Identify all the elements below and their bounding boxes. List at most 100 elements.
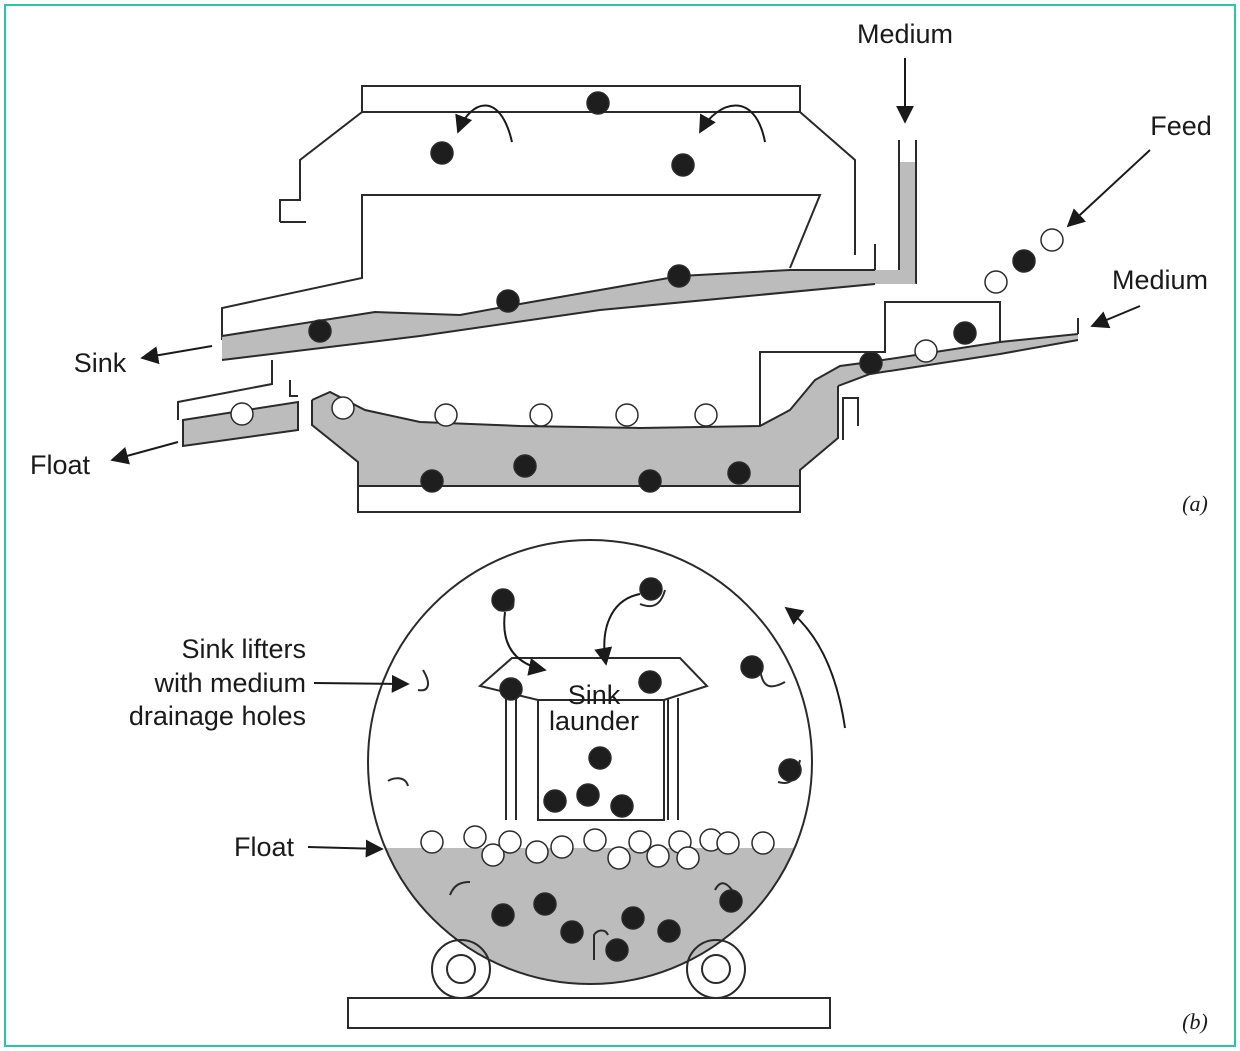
label-sink-lifters-2: with medium [153,668,306,698]
float-arrow [110,441,179,465]
drop-arrow-left [503,611,547,676]
particles-b [420,577,802,962]
sink-particle [308,319,332,343]
float-particle [914,339,938,363]
label-sink-launder-2: launder [549,706,639,736]
label-feed: Feed [1150,111,1212,141]
float-particle [230,402,254,426]
float-trough-outline [182,400,299,448]
caption-a: (a) [1182,491,1208,516]
sink-particle [859,351,883,375]
sink-particle [671,153,695,177]
sink-particle [657,919,681,943]
float-particle [615,403,639,427]
label-float-b: Float [234,832,295,862]
float-particle [694,403,718,427]
sink-particle [638,670,662,694]
sink-launder-legs [505,698,679,820]
float-particle [628,830,652,854]
sink-particle [491,903,515,927]
float-particle [751,831,775,855]
label-sink-launder-1: Sink [568,680,621,710]
bath-base [357,486,801,513]
bath-right-wall [759,301,1079,440]
float-particle [463,825,487,849]
lifter [417,669,430,692]
lifter [714,882,733,891]
float-particle [984,270,1008,294]
sink-particle [496,289,520,313]
sink-particle [638,469,662,493]
rotation-arrow-b [784,606,846,729]
float-particle [434,403,458,427]
roller-left-hub [446,954,476,984]
sink-particle [430,141,454,165]
roller-right [686,939,746,999]
lifter-leader [313,674,410,693]
sink-particle [605,938,629,962]
sink-particle [610,794,634,818]
label-medium-right: Medium [1112,265,1208,295]
drop-arrow-right [594,593,641,666]
inner-hood [221,194,822,340]
sink-particle [778,758,802,782]
sink-particle [667,264,691,288]
float-particle [481,843,505,867]
float-particle [420,830,444,854]
label-float-a: Float [30,450,91,480]
medium-pipe [898,140,917,165]
sink-particle [560,920,584,944]
caption-b: (b) [1182,1009,1208,1034]
float-particle [331,396,355,420]
sink-channel-outline [221,269,876,361]
float-particle [550,835,574,859]
rotation-arrow-right [699,104,766,143]
sink-particle [740,655,764,679]
label-sink-lifters-1: Sink lifters [181,634,306,664]
sink-particle [1012,249,1036,273]
lifter [449,881,471,896]
float-particle [1040,228,1064,252]
sink-channel [222,270,916,360]
label-sink-lifters-3: drainage holes [129,701,306,731]
figure-border [4,4,1236,1047]
lifter [593,929,609,960]
label-sink: Sink [74,348,127,378]
lifter [759,667,786,688]
sink-particle [533,892,557,916]
sink-particle [543,789,567,813]
float-particle [646,844,670,868]
sink-particle [491,588,515,612]
sink-particle [513,454,537,478]
lifter [387,777,409,787]
support-rollers [347,939,831,1029]
lifter [639,589,666,608]
sink-particle [586,91,610,115]
particles-a [230,91,1064,493]
sink-arrow [140,345,213,365]
separator-b: Sink lifters with medium drainage holes … [129,539,1208,1034]
separator-a: Medium Feed Medium Sink Float (a) [30,19,1212,516]
float-particle [525,840,549,864]
sink-particle [576,783,600,807]
sink-particle [588,746,612,770]
float-particle [716,831,740,855]
float-particle [676,846,700,870]
label-medium-top: Medium [857,19,953,49]
float-particle [498,830,522,854]
feed-arrow [1066,149,1151,228]
sink-particle [953,321,977,345]
medium-pipe-fill [875,162,916,284]
sink-launder-body [537,700,665,821]
base-plate [347,997,831,1029]
bath-vessel [312,334,1078,486]
roller-left [431,939,491,999]
float-particle [583,828,607,852]
sink-particle [639,577,663,601]
float-particle [529,403,553,427]
rotation-arrow-left [455,104,513,143]
sink-particle [727,461,751,485]
float-particle [607,846,631,870]
